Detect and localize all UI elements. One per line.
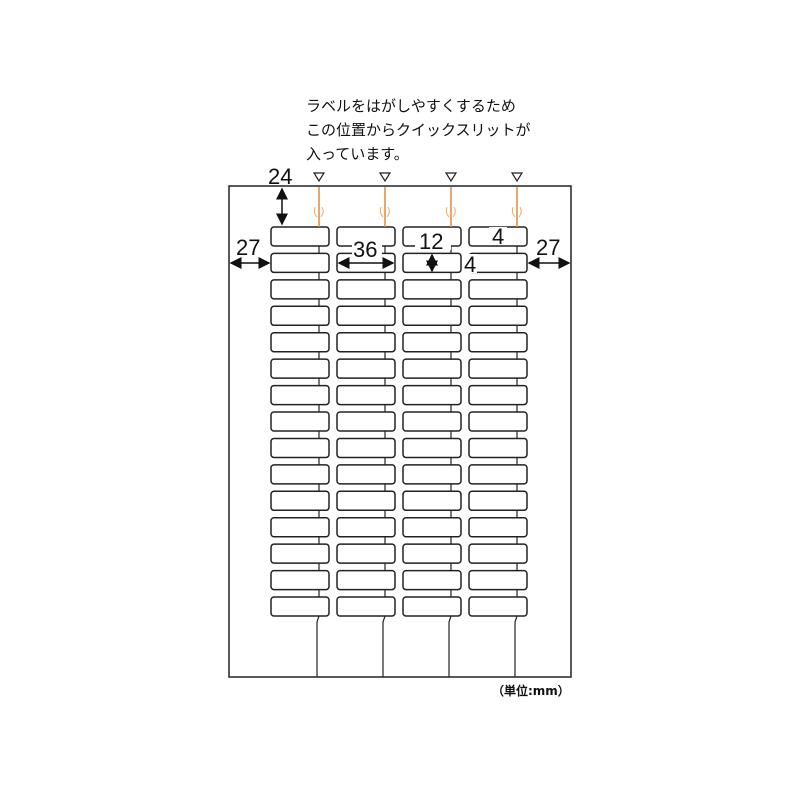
- label-cell: [468, 305, 528, 327]
- label-cell: [468, 464, 528, 485]
- right-margin-label: 27: [536, 235, 560, 260]
- note-line: 入っています。: [306, 145, 409, 163]
- label-cell: [336, 411, 396, 432]
- label-cell: [336, 305, 396, 327]
- label-cell: [336, 490, 396, 512]
- column-gap-label: 4: [492, 224, 504, 249]
- note-line: この位置からクイックスリットが: [306, 121, 531, 139]
- label-cell: [402, 305, 462, 327]
- label-cell: [336, 384, 396, 406]
- label-cell: [270, 490, 330, 512]
- row-gap-label: 4: [464, 252, 476, 277]
- label-cell: [270, 331, 330, 353]
- label-cell: [402, 384, 462, 406]
- label-cell: [336, 596, 396, 617]
- label-width-label: 36: [353, 237, 377, 262]
- slit-tail-line: [382, 615, 386, 677]
- label-cell: [336, 464, 396, 485]
- label-height-label: 12: [419, 229, 443, 254]
- label-cell: [270, 279, 330, 300]
- label-cell: [468, 279, 528, 300]
- label-cell: [270, 411, 330, 432]
- peel-icon: [379, 206, 390, 218]
- label-cell: [468, 596, 528, 617]
- label-cell: [402, 490, 462, 512]
- slit-note: ラベルをはがしやすくするためこの位置からクイックスリットが入っています。: [306, 94, 531, 166]
- slit-marker-icon: [510, 172, 524, 183]
- label-cell: [468, 516, 528, 538]
- slit-marker-icon: [444, 172, 458, 183]
- label-cell: [270, 464, 330, 485]
- label-cell: [468, 411, 528, 432]
- label-cell: [270, 252, 330, 274]
- unit-note: （単位:mm）: [492, 684, 570, 698]
- label-cell: [468, 358, 528, 379]
- label-cell: [468, 569, 528, 591]
- top-margin-label: 24: [268, 164, 292, 189]
- label-cell: [270, 543, 330, 564]
- label-cell: [402, 331, 462, 353]
- note-line: ラベルをはがしやすくするため: [306, 97, 516, 115]
- label-cell: [336, 437, 396, 459]
- label-cell: [402, 437, 462, 459]
- label-cell: [468, 490, 528, 512]
- label-cell: [270, 516, 330, 538]
- slit-tail-line: [448, 615, 452, 677]
- label-cell: [336, 358, 396, 379]
- label-cell: [402, 358, 462, 379]
- label-cell: [468, 437, 528, 459]
- label-cell: [270, 596, 330, 617]
- peel-icon: [445, 206, 456, 218]
- peel-icon: [313, 206, 324, 218]
- label-cell: [402, 464, 462, 485]
- label-cell: [270, 358, 330, 379]
- label-cell: [402, 279, 462, 300]
- label-cell: [270, 305, 330, 327]
- label-cell: [468, 543, 528, 564]
- sheet-outline: [228, 185, 572, 678]
- label-cell: [402, 569, 462, 591]
- label-cell: [402, 543, 462, 564]
- label-cell: [270, 437, 330, 459]
- label-cell: [468, 331, 528, 353]
- slit-tail-line: [316, 615, 320, 677]
- label-cell: [468, 384, 528, 406]
- label-cell: [468, 252, 528, 274]
- slit-marker-icon: [312, 172, 326, 183]
- slit-marker-icon: [378, 172, 392, 183]
- label-cell: [336, 279, 396, 300]
- left-margin-label: 27: [236, 235, 260, 260]
- label-cell: [402, 516, 462, 538]
- label-cell: [402, 411, 462, 432]
- peel-icon: [511, 206, 522, 218]
- label-cell: [270, 569, 330, 591]
- label-cell: [336, 569, 396, 591]
- label-cell: [336, 331, 396, 353]
- label-cell: [336, 516, 396, 538]
- label-cell: [270, 384, 330, 406]
- label-cell: [270, 226, 330, 247]
- label-cell: [402, 596, 462, 617]
- label-cell: [336, 543, 396, 564]
- slit-tail-line: [514, 615, 518, 677]
